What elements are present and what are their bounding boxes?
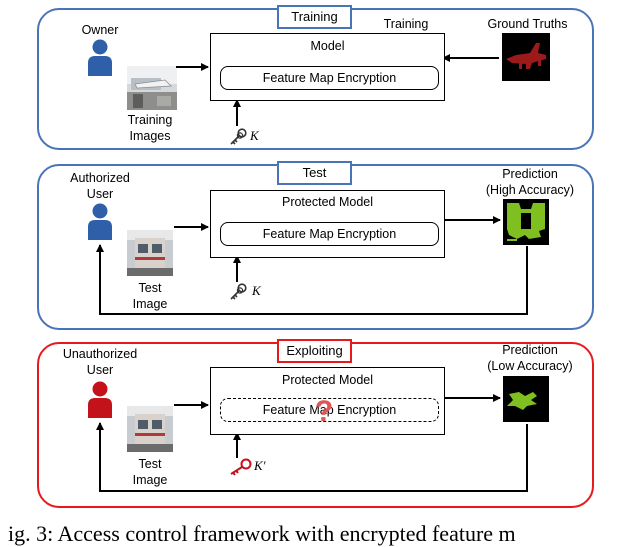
prediction-high-accuracy-label: Prediction (High Accuracy) bbox=[485, 167, 575, 197]
training-key-label: K bbox=[250, 128, 259, 143]
exploiting-test-image-label: Test Image bbox=[132, 457, 168, 487]
exploiting-key-icon bbox=[230, 458, 252, 476]
question-mark: ? bbox=[314, 395, 334, 428]
prediction-high-accuracy-mask-image bbox=[503, 199, 549, 245]
owner-person-icon bbox=[88, 39, 112, 76]
figure-caption: ig. 3: Access control framework with enc… bbox=[8, 521, 516, 546]
test-photo-thumbnail bbox=[127, 230, 173, 276]
ground-truths-label: Ground Truths bbox=[487, 17, 568, 31]
prediction-low-accuracy-label: Prediction (Low Accuracy) bbox=[487, 343, 573, 373]
training-photo-thumbnail bbox=[127, 66, 177, 110]
training-model-title: Model bbox=[310, 39, 345, 53]
authorized-user-label: Authorized User bbox=[70, 171, 130, 201]
ground-truth-mask-image bbox=[502, 33, 550, 81]
exploiting-photo-thumbnail bbox=[127, 406, 173, 452]
training-key-icon bbox=[230, 128, 247, 145]
training-images-label: Training Images bbox=[127, 113, 173, 143]
unauthorized-user-person-icon bbox=[88, 381, 112, 418]
test-tag: Test bbox=[277, 161, 352, 185]
test-encryption-block: Feature Map Encryption bbox=[220, 222, 439, 246]
training-top-right-label: Training bbox=[383, 17, 429, 31]
test-key-label: K bbox=[252, 283, 261, 298]
unauthorized-user-label: Unauthorized User bbox=[62, 347, 138, 377]
prediction-low-accuracy-mask-image bbox=[503, 376, 549, 422]
test-key-icon bbox=[230, 283, 247, 300]
training-tag: Training bbox=[277, 5, 352, 29]
exploiting-key-label: K′ bbox=[254, 458, 266, 473]
exploiting-encryption-block: Feature Map Encryption bbox=[220, 398, 439, 422]
exploiting-tag: Exploiting bbox=[277, 339, 352, 363]
training-encryption-block: Feature Map Encryption bbox=[220, 66, 439, 90]
test-image-label: Test Image bbox=[132, 281, 168, 311]
owner-label: Owner bbox=[81, 23, 119, 37]
test-protected-model-title: Protected Model bbox=[281, 195, 374, 209]
authorized-user-person-icon bbox=[88, 203, 112, 240]
exploiting-protected-model-title: Protected Model bbox=[281, 373, 374, 387]
